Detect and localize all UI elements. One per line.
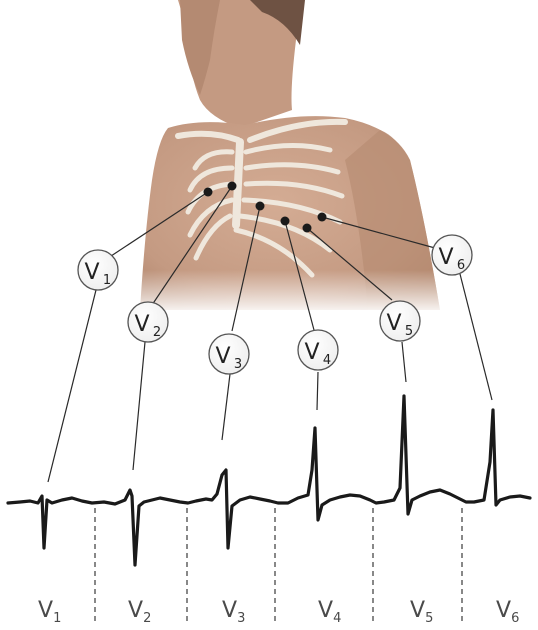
connector-v1-trace: [48, 290, 96, 482]
lead-letter: V: [438, 245, 453, 270]
svg-text:V: V: [84, 260, 99, 285]
bottom-label-v3: V3: [222, 598, 245, 626]
connector-v3-trace: [222, 374, 230, 440]
lead-label-v1: V 1: [78, 250, 118, 290]
svg-text:V: V: [438, 245, 453, 270]
connector-v5-trace: [402, 342, 406, 382]
svg-text:3: 3: [234, 357, 242, 372]
lead-label-v3: V 3: [209, 334, 249, 374]
electrode-dot-icon: [204, 188, 213, 197]
electrode-dot-icon: [281, 217, 290, 226]
bottom-label-v4: V4: [318, 598, 341, 626]
svg-text:5: 5: [405, 324, 413, 339]
bottom-label-v5: V5: [410, 598, 433, 626]
svg-text:4: 4: [323, 353, 331, 368]
svg-text:V: V: [215, 344, 230, 369]
lead-letter: V: [304, 340, 319, 365]
bottom-label-v6: V6: [496, 598, 519, 626]
ecg-trace: [8, 396, 530, 565]
lead-sub: 6: [457, 258, 465, 273]
lead-letter: V: [215, 344, 230, 369]
sternum: [236, 142, 240, 225]
lead-label-v4: V 4: [298, 330, 338, 370]
lead-sub: 1: [103, 273, 111, 288]
lead-letter: V: [386, 311, 401, 336]
lead-letter: V: [84, 260, 99, 285]
lead-letter: V: [134, 312, 149, 337]
connector-v4-trace: [317, 372, 318, 410]
svg-text:V: V: [304, 340, 319, 365]
electrode-dot-icon: [318, 213, 327, 222]
lead-label-v6: V 6: [432, 235, 472, 275]
human-torso-illustration: [130, 0, 450, 315]
bottom-lead-labels: V1 V2 V3 V4 V5 V6: [38, 598, 519, 626]
connector-v2-trace: [133, 342, 145, 470]
bottom-label-v1: V1: [38, 598, 61, 626]
lead-sub: 3: [234, 357, 242, 372]
svg-text:V: V: [386, 311, 401, 336]
lead-label-v5: V 5: [380, 301, 420, 341]
electrode-dot-icon: [303, 224, 312, 233]
bottom-label-v2: V2: [128, 598, 151, 626]
svg-text:6: 6: [457, 258, 465, 273]
electrode-dot-icon: [228, 182, 237, 191]
lead-label-v2: V 2: [128, 302, 168, 342]
connector-v6-trace: [460, 274, 492, 400]
svg-text:1: 1: [103, 273, 111, 288]
lead-separators: [95, 508, 462, 625]
lead-sub: 2: [153, 325, 161, 340]
lead-sub: 4: [323, 353, 331, 368]
electrode-dot-icon: [256, 202, 265, 211]
svg-text:2: 2: [153, 325, 161, 340]
svg-text:V: V: [134, 312, 149, 337]
lead-sub: 5: [405, 324, 413, 339]
